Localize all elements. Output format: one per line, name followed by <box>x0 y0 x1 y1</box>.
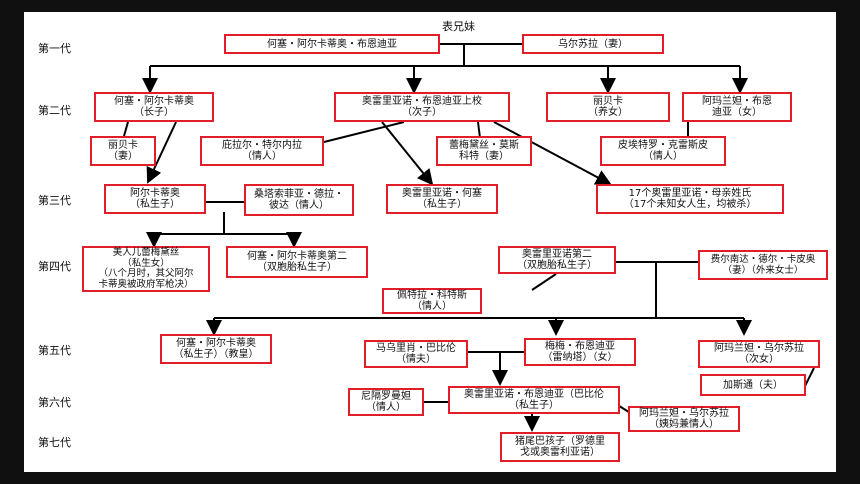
node-pietro-crespi: 皮埃特罗・克雷斯皮 （情人） <box>600 136 726 166</box>
family-tree-slide: 第一代 第二代 第三代 第四代 第五代 第六代 第七代 表兄妹 何塞・阿尔卡蒂奥… <box>24 12 836 472</box>
generation-label-2: 第二代 <box>38 104 71 117</box>
node-nigromanta: 尼隔罗曼妲 （情人） <box>348 388 424 416</box>
node-jose-arcadio-eldest: 何塞・阿尔卡蒂奥 （长子） <box>94 92 214 122</box>
node-colonel-aureliano: 奥雷里亚诺・布恩迪亚上校 （次子） <box>334 92 510 122</box>
node-aureliano-segundo: 奥雷里亚诺第二 （双胞胎私生子） <box>498 246 616 274</box>
node-amaranta-aunt-lover: 阿玛兰妲・乌尔苏拉 （姨妈兼情人） <box>628 406 740 432</box>
generation-label-1: 第一代 <box>38 42 71 55</box>
connector-lines <box>123 43 815 432</box>
node-gaston: 加斯通（夫） <box>700 374 806 396</box>
node-remedios-moscote: 蕾梅黛丝・莫斯 科特（妻） <box>436 136 532 166</box>
node-pig-tail-child: 猪尾巴孩子（罗德里 戈或奥雷利亚诺） <box>500 432 620 462</box>
node-arcadio: 阿尔卡蒂奥 （私生子） <box>104 184 206 214</box>
generation-label-7: 第七代 <box>38 436 71 449</box>
node-aureliano-jose: 奥雷里亚诺・何塞 （私生子） <box>386 184 498 214</box>
generation-label-5: 第五代 <box>38 344 71 357</box>
node-rebeca-adopted: 丽贝卡 （养女） <box>546 92 670 122</box>
generation-label-6: 第六代 <box>38 396 71 409</box>
generation-label-4: 第四代 <box>38 260 71 273</box>
node-petra-cotes: 佩特拉・科特斯 （情人） <box>382 288 482 314</box>
node-remedios-beauty: 美人儿蕾梅黛丝 （私生女） （八个月时，其父阿尔 卡蒂奥被政府军枪决） <box>82 246 210 292</box>
node-amaranta: 阿玛兰妲・布恩 迪亚（女） <box>682 92 792 122</box>
node-fernanda: 费尔南达・德尔・卡皮奥 （妻）（外来女士） <box>698 250 828 280</box>
node-amaranta-ursula: 阿玛兰妲・乌尔苏拉 （次女） <box>698 340 820 368</box>
node-jose-arcadio-buendia: 何塞・阿尔卡蒂奥・布恩迪亚 <box>224 34 440 54</box>
node-ursula: 乌尔苏拉（妻） <box>522 34 664 54</box>
node-17-aurelianos: 17个奥雷里亚诺・母亲姓氏 （17个未知女人生，均被杀） <box>596 184 784 214</box>
node-pilar-ternera: 庇拉尔・特尔内拉 （情人） <box>200 136 324 166</box>
generation-label-3: 第三代 <box>38 194 71 207</box>
node-jose-arcadio-pope: 何塞・阿尔卡蒂奥 （私生子）（教皇） <box>160 334 272 364</box>
node-aureliano-babilonia: 奥雷里亚诺・布恩迪亚（巴比伦 （私生子） <box>448 386 620 414</box>
node-rebeca-wife: 丽贝卡 （妻） <box>90 136 156 166</box>
node-mauricio-babilonia: 马乌里肖・巴比伦 （情夫） <box>364 340 468 368</box>
cousins-label: 表兄妹 <box>442 20 475 33</box>
node-santa-sofia: 桑塔索菲亚・德拉・ 彼达（情人） <box>244 184 354 216</box>
node-meme: 梅梅・布恩迪亚 （雷纳塔）（女） <box>524 338 636 366</box>
node-jose-arcadio-segundo: 何塞・阿尔卡蒂奥第二 （双胞胎私生子） <box>226 246 368 278</box>
